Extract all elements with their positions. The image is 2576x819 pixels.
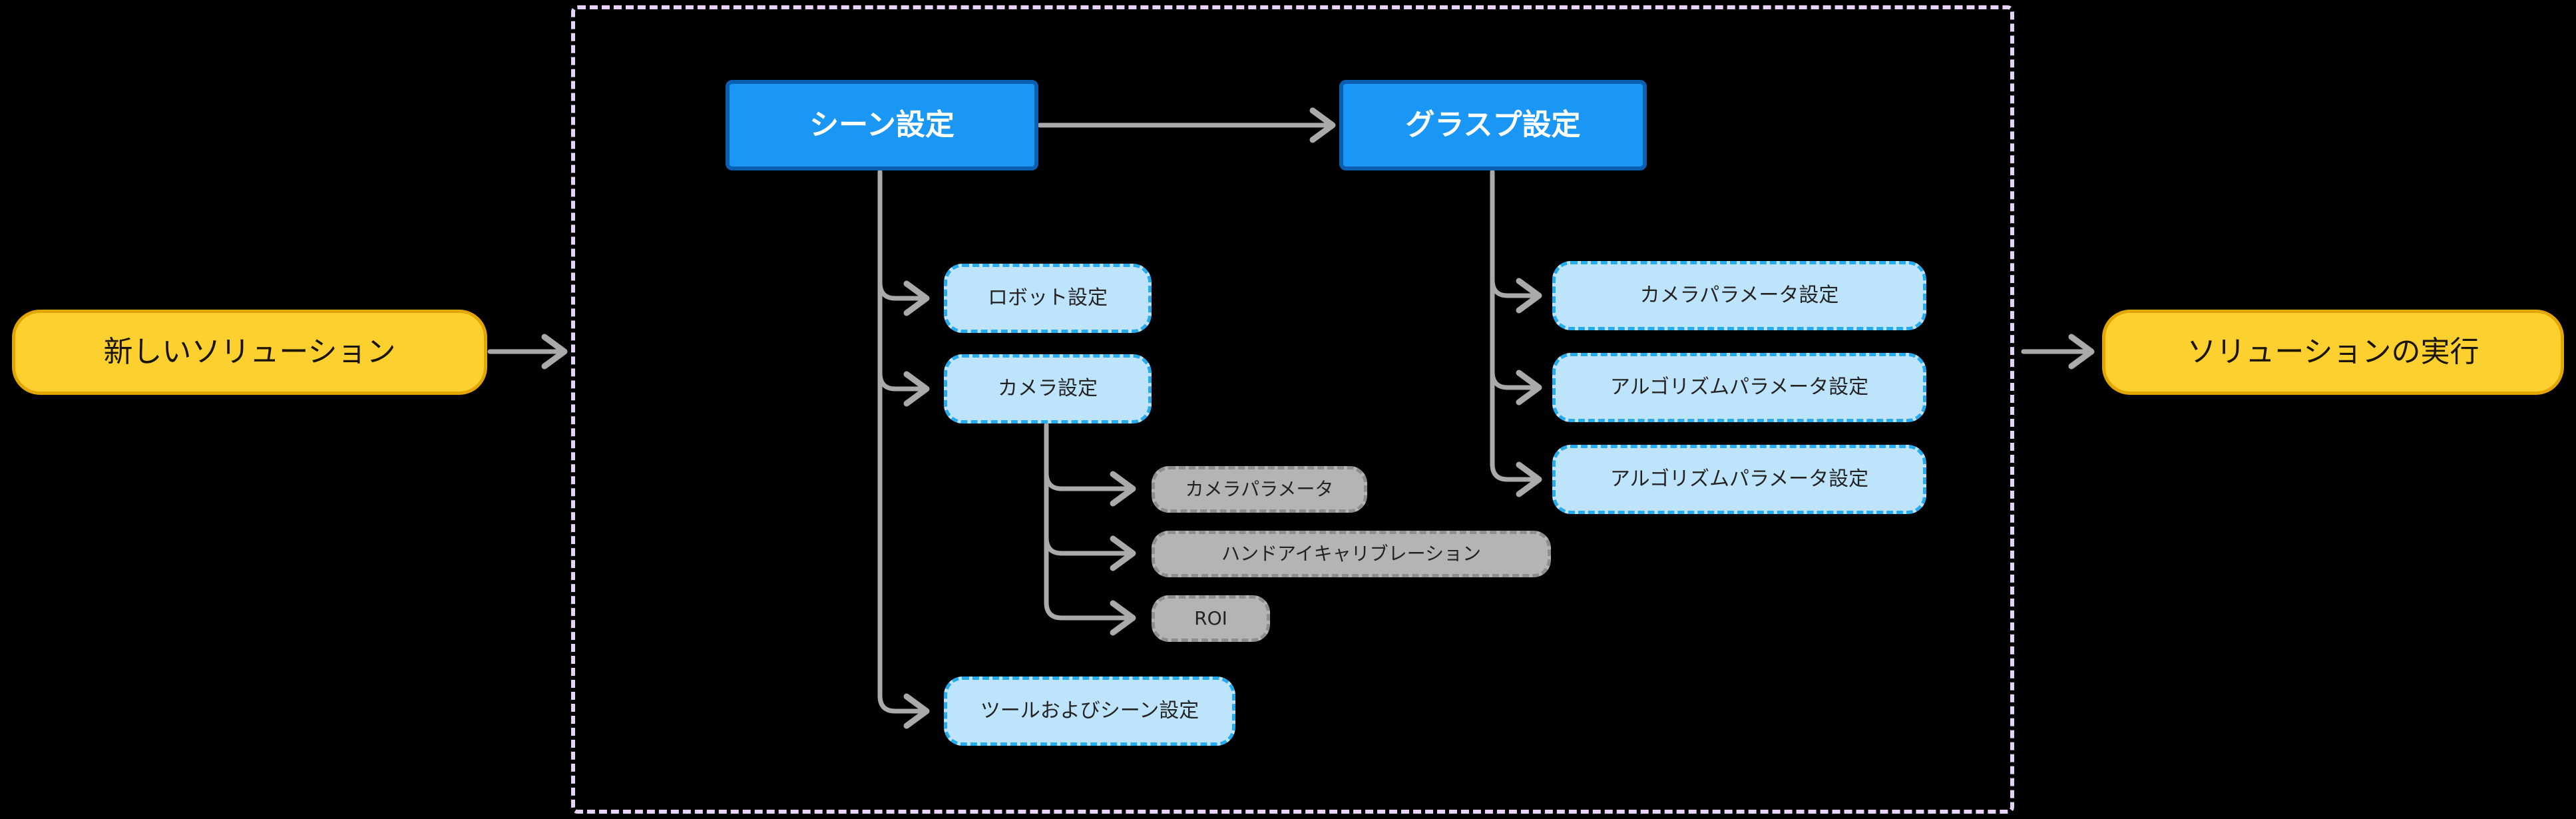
node-tool-and-scene-settings[interactable]: ツールおよびシーン設定: [944, 677, 1235, 746]
node-camera-parameters[interactable]: カメラパラメータ: [1152, 466, 1367, 513]
node-execute-solution[interactable]: ソリューションの実行: [2102, 310, 2564, 395]
node-scene-settings[interactable]: シーン設定: [726, 80, 1038, 170]
node-algorithm-parameter-settings-2[interactable]: アルゴリズムパラメータ設定: [1552, 445, 1926, 514]
settings-group-container: [571, 5, 2014, 814]
node-roi[interactable]: ROI: [1152, 595, 1270, 642]
node-robot-settings[interactable]: ロボット設定: [944, 264, 1152, 333]
edge-group-to-execute-solution: [2021, 334, 2095, 370]
node-hand-eye-calibration[interactable]: ハンドアイキャリブレーション: [1152, 531, 1551, 577]
node-camera-settings[interactable]: カメラ設定: [944, 354, 1152, 423]
node-new-solution[interactable]: 新しいソリューション: [12, 310, 487, 395]
edge-new-solution-to-group: [487, 334, 568, 370]
node-algorithm-parameter-settings-1[interactable]: アルゴリズムパラメータ設定: [1552, 353, 1926, 422]
node-grasp-settings[interactable]: グラスプ設定: [1339, 80, 1647, 170]
node-camera-parameter-settings[interactable]: カメラパラメータ設定: [1552, 261, 1926, 330]
